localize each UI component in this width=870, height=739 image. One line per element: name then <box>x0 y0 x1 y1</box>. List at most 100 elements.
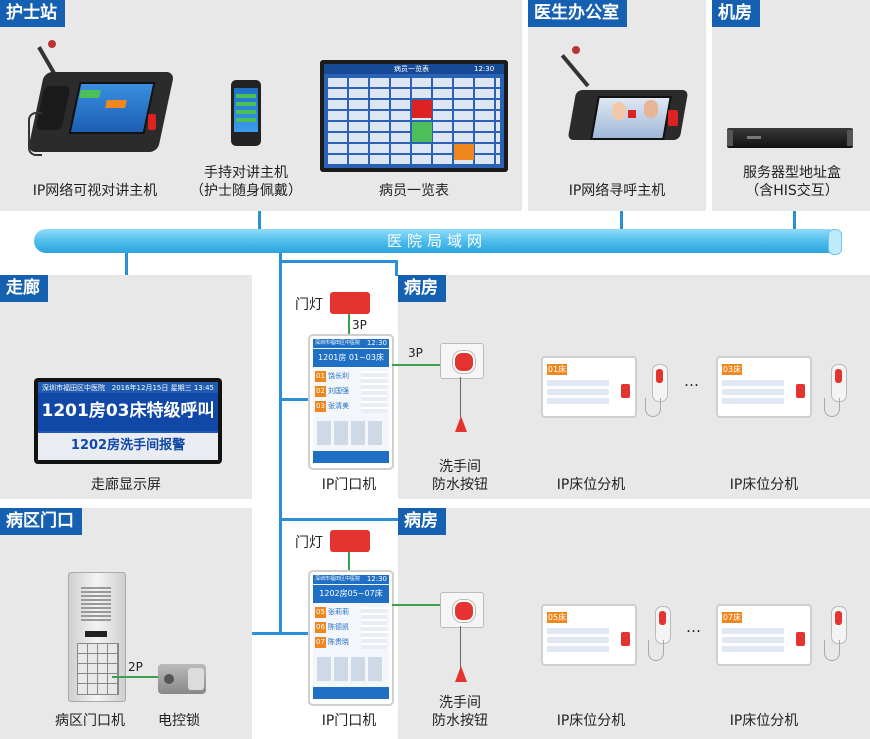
door-screen-1-time: 12:30 <box>366 339 387 347</box>
door-screen-2-p3-name: 陈贵晓 <box>328 638 349 646</box>
patient-board-time: 12:30 <box>474 65 495 73</box>
doctor-office-tag: 医生办公室 <box>528 0 627 27</box>
bed-1b-handset <box>831 364 847 402</box>
bed-2b-handset <box>831 606 847 644</box>
server-box-label-1: 服务器型地址盒 <box>743 165 841 181</box>
link-branch-1 <box>282 260 398 263</box>
door-unit-1-device: 深圳市福田区中医院 12:30 1201房 01~03床 01 饶长利 02 刘… <box>308 334 394 470</box>
handheld-label-2: （护士随身佩戴） <box>190 183 302 199</box>
door-screen-1-p3-name: 张清美 <box>328 402 349 410</box>
door-light-2-label: 门灯 <box>295 535 323 551</box>
bed-2a-label: IP床位分机 <box>556 713 626 729</box>
bed-unit-1b-device: 03床 <box>716 356 812 418</box>
bed-1b-label: IP床位分机 <box>729 477 799 493</box>
corridor-screen-line2: 1202房洗手间报警 <box>70 438 186 453</box>
pull-cord-icon <box>455 666 467 682</box>
electric-lock-device <box>158 664 206 694</box>
door-light-1-device <box>330 292 370 314</box>
ellipsis-2: … <box>686 618 701 636</box>
corridor-tag: 走廊 <box>0 275 48 302</box>
bed-unit-1a-device: 01床 <box>541 356 637 418</box>
link-branch-2 <box>282 518 398 521</box>
ward-2-tag: 病房 <box>398 508 446 535</box>
door-screen-1-p2-name: 刘国强 <box>328 387 349 395</box>
bed-2a-handset <box>655 606 671 644</box>
light-wire-2 <box>348 552 350 570</box>
ward-door-unit-device <box>68 572 126 702</box>
handheld-label-1: 手持对讲主机 <box>204 165 288 181</box>
door-screen-1-header: 深圳市福田区中医院 <box>315 340 361 346</box>
bed-1a-handset <box>652 364 668 402</box>
corridor-display-device: 深圳市福田区中医院 2016年12月15日 星期三 13:45 1201房03床… <box>34 378 222 464</box>
pull-cord-icon <box>455 416 467 432</box>
paging-host-device <box>560 46 689 156</box>
door-unit-2-label: IP门口机 <box>321 713 377 729</box>
machine-room-panel: 机房 <box>712 0 870 211</box>
washroom-2-label-2: 防水按钮 <box>432 713 488 729</box>
door-screen-1-p1-name: 饶长利 <box>328 372 349 380</box>
light-wire-1 <box>348 314 350 334</box>
link-main-trunk <box>279 253 282 635</box>
nurse-station-tag: 护士站 <box>0 0 65 27</box>
door-screen-2-time: 12:30 <box>366 575 387 583</box>
ward-door-panel: 病区门口 <box>0 508 252 739</box>
link-doctor <box>620 211 623 229</box>
light-wire-1-label: 3P <box>352 318 367 332</box>
network-bus: 医院局域网 <box>34 229 842 255</box>
washroom-button-2-device <box>440 592 484 628</box>
button-wire-1-label: 3P <box>408 346 423 360</box>
washroom-1-label-1: 洗手间 <box>439 459 481 475</box>
bed-1b-num: 03床 <box>722 364 742 375</box>
door-screen-2-p2-name: 陈德凯 <box>328 623 349 631</box>
ward-door-tag: 病区门口 <box>0 508 82 535</box>
link-machine <box>793 211 796 229</box>
door-screen-2-p1-num: 05 <box>316 608 325 616</box>
link-door-2 <box>282 632 310 635</box>
link-door-1 <box>282 398 310 401</box>
corridor-screen-hospital: 深圳市福田区中医院 <box>42 384 105 392</box>
door-screen-1-p3-num: 03 <box>316 402 325 410</box>
bed-2b-num: 07床 <box>722 612 742 623</box>
handheld-device <box>231 80 261 146</box>
lock-wire-label: 2P <box>128 660 143 674</box>
corridor-display-label: 走廊显示屏 <box>91 477 161 493</box>
washroom-2-label-1: 洗手间 <box>439 695 481 711</box>
machine-room-tag: 机房 <box>712 0 760 27</box>
ip-video-host-label: IP网络可视对讲主机 <box>32 183 158 199</box>
door-unit-2-device: 深圳市福田区中医院 12:30 1202房05~07床 05 张莉莉 06 陈德… <box>308 570 394 706</box>
paging-host-label: IP网络寻呼主机 <box>568 183 666 199</box>
door-light-2-device <box>330 530 370 552</box>
electric-lock-label: 电控锁 <box>158 713 200 729</box>
link-nurse <box>258 211 261 229</box>
ellipsis-1: … <box>684 372 699 390</box>
lock-wire <box>112 676 162 678</box>
door-unit-1-label: IP门口机 <box>321 477 377 493</box>
link-corridor <box>125 253 128 275</box>
door-screen-2-header: 深圳市福田区中医院 <box>315 576 361 582</box>
bed-1a-num: 01床 <box>547 364 567 375</box>
door-screen-2-p1-name: 张莉莉 <box>328 608 349 616</box>
patient-board-title: 病员一览表 <box>394 65 429 73</box>
bed-1a-label: IP床位分机 <box>556 477 626 493</box>
link-ward-door <box>252 632 282 635</box>
door-screen-1-room: 1201房 01~03床 <box>318 353 384 362</box>
door-screen-2-p2-num: 06 <box>316 623 325 631</box>
bed-2a-num: 05床 <box>547 612 567 623</box>
washroom-button-1-device <box>440 343 484 379</box>
server-box-device <box>727 128 853 148</box>
bed-unit-2a-device: 05床 <box>541 604 637 666</box>
corridor-screen-date: 2016年12月15日 星期三 13:45 <box>111 384 214 392</box>
bed-2b-label: IP床位分机 <box>729 713 799 729</box>
link-branch-1-drop <box>395 260 398 276</box>
ip-video-host-device <box>26 40 175 162</box>
button-wire-1 <box>392 364 440 366</box>
door-screen-2-room: 1202房05~07床 <box>319 589 383 598</box>
bed-unit-2b-device: 07床 <box>716 604 812 666</box>
ward-door-unit-label: 病区门口机 <box>55 713 125 729</box>
door-screen-2-p3-num: 07 <box>316 638 325 646</box>
corridor-screen-line1: 1201房03床特级呼叫 <box>41 401 215 421</box>
washroom-1-label-2: 防水按钮 <box>432 477 488 493</box>
door-screen-1-p2-num: 02 <box>316 387 325 395</box>
network-label: 医院局域网 <box>386 232 487 250</box>
door-light-1-label: 门灯 <box>295 297 323 313</box>
